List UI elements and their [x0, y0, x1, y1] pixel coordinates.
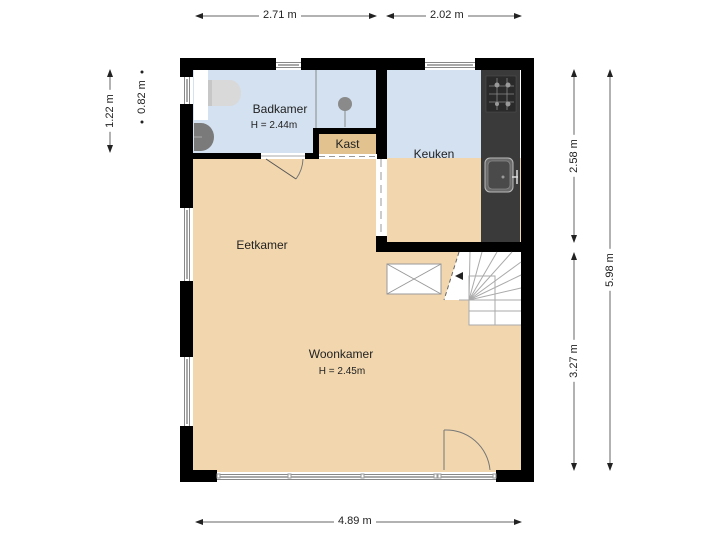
room-label-kast: Kast	[335, 137, 360, 151]
wall-top-left	[180, 58, 276, 70]
room-label-keuken: Keuken	[413, 147, 455, 161]
wall-right	[521, 58, 534, 482]
dimension-right-bottom: 3.27 m	[568, 340, 580, 382]
dimension-bottom-total: 4.89 m	[334, 515, 376, 527]
window-top-kitchen	[425, 62, 475, 68]
dimension-top-left: 2.71 m	[259, 9, 301, 21]
room-living-floor	[193, 158, 521, 472]
room-label-eetkamer: Eetkamer	[236, 238, 288, 252]
wall-kast-left	[313, 128, 319, 159]
wall-left-2	[180, 104, 193, 208]
wall-left-4	[180, 426, 193, 482]
dimension-top-right: 2.02 m	[426, 9, 468, 21]
window-left-bath	[184, 77, 190, 104]
wall-kitchen-left-top	[376, 58, 387, 159]
room-label-woonkamer: Woonkamer	[308, 347, 374, 361]
wall-bath-bottom-right	[305, 153, 319, 159]
wall-bottom-right	[496, 470, 534, 482]
dimension-left-outer: 1.22 m	[104, 90, 116, 132]
window-left-eetkamer	[184, 208, 190, 281]
wall-left-1	[180, 58, 193, 77]
room-height-woonkamer: H = 2.45m	[318, 366, 366, 377]
room-height-badkamer: H = 2.44m	[250, 120, 298, 131]
window-bottom-front	[217, 474, 496, 480]
room-kast-floor	[318, 134, 377, 154]
wall-top-mid	[301, 58, 425, 70]
wall-bath-bottom-left	[193, 153, 261, 159]
window-top-bath	[276, 62, 301, 68]
wall-kast-top	[313, 128, 377, 134]
room-label-badkamer: Badkamer	[252, 102, 308, 116]
dimension-left-inner: 0.82 m	[136, 76, 148, 118]
wall-left-3	[180, 281, 193, 357]
dimension-right-top: 2.58 m	[568, 135, 580, 177]
window-left-woonkamer	[184, 357, 190, 426]
wall-top-right	[475, 58, 534, 70]
wall-kitchen-bottom	[376, 242, 534, 252]
dimension-right-total: 5.98 m	[604, 249, 616, 291]
